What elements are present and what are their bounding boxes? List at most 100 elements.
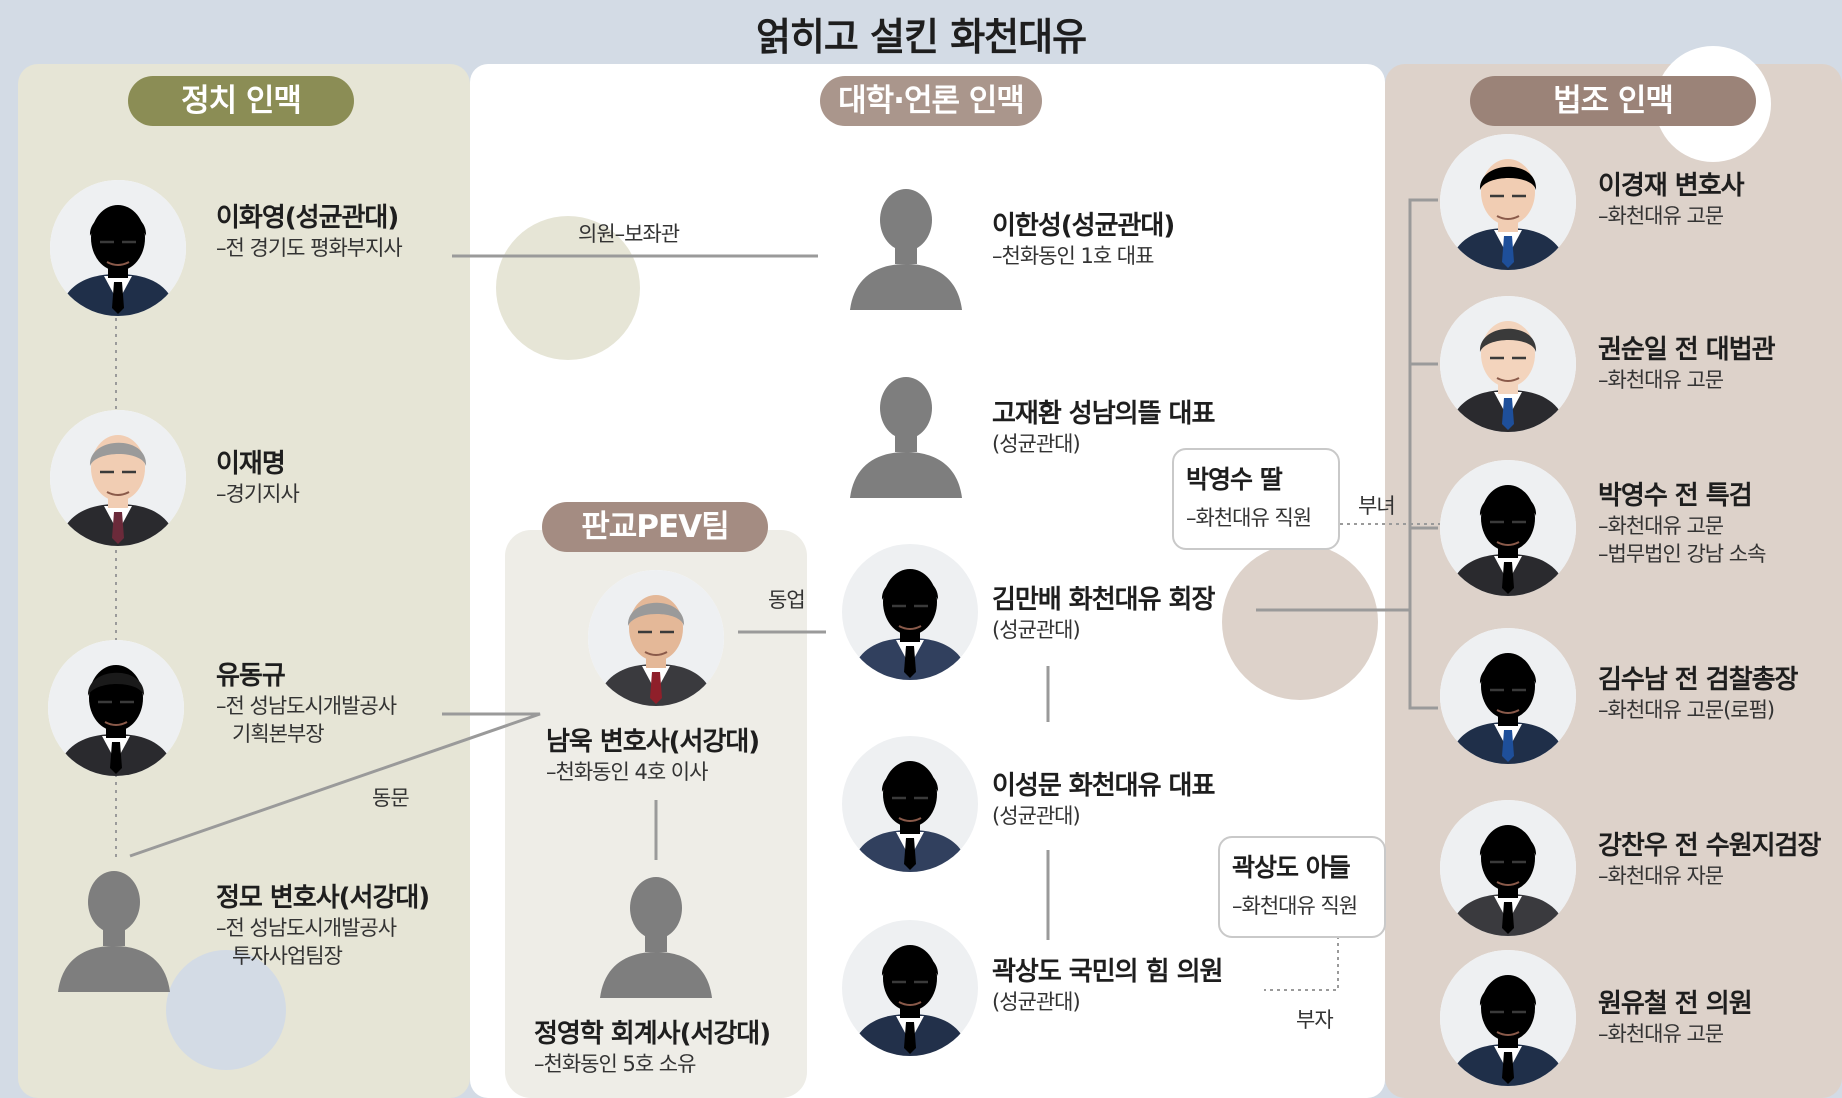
person-name: 이성문 화천대유 대표 (992, 771, 1215, 801)
person-detail: –경기지사 (216, 482, 300, 506)
person-node (54, 856, 174, 992)
person-node (842, 920, 978, 1056)
pev-header: 판교PEV팀 (542, 502, 768, 552)
relative-name: 곽상도 아들 (1232, 853, 1351, 882)
person-node (50, 410, 186, 546)
portrait-photo (1440, 134, 1576, 270)
person-name: 정영학 회계사(서강대) (534, 1019, 771, 1049)
person-detail: –화천대유 고문 (1598, 1022, 1724, 1046)
relative-box-park-daughter: 박영수 딸 –화천대유 직원 (1172, 448, 1340, 550)
person-node (1440, 950, 1576, 1086)
relative-box-kwak-son: 곽상도 아들 –화천대유 직원 (1218, 836, 1386, 938)
person-detail: –화천대유 고문 (1598, 204, 1724, 228)
person-node (588, 570, 724, 706)
silhouette-avatar-icon (846, 174, 966, 310)
person-node (1440, 296, 1576, 432)
relation-aide-label: 의원–보좌관 (578, 222, 680, 246)
diagram-title: 얽히고 설킨 화천대유 (755, 15, 1087, 59)
person-detail: –전 경기도 평화부지사 (216, 236, 403, 260)
silhouette-avatar-icon (54, 856, 174, 992)
relation-son-label: 부자 (1296, 1008, 1334, 1032)
portrait-photo (1440, 800, 1576, 936)
person-node (1440, 460, 1576, 596)
portrait-photo (1440, 628, 1576, 764)
person-text: 원유철 전 의원 –화천대유 고문 (1598, 988, 1753, 1048)
person-name: 원유철 전 의원 (1598, 989, 1753, 1019)
person-text: 고재환 성남의뜰 대표 (성균관대) (992, 398, 1215, 458)
academia-panel-notch (496, 216, 640, 360)
person-node (50, 180, 186, 316)
person-detail: –화천대유 고문 (1598, 514, 1724, 538)
legal-bracket-line (1408, 198, 1438, 710)
person-name: 이재명 (216, 449, 286, 479)
person-name: 김만배 화천대유 회장 (992, 585, 1215, 615)
relative-detail: –화천대유 직원 (1186, 506, 1312, 530)
relation-partner-label: 동업 (768, 588, 806, 612)
person-node (846, 174, 966, 310)
person-node (846, 362, 966, 498)
silhouette-avatar-icon (596, 862, 716, 998)
person-detail: –화천대유 고문 (1598, 368, 1724, 392)
person-name: 유동규 (216, 661, 286, 691)
person-name: 이화영(성균관대) (216, 203, 399, 233)
academia-panel-notch-right (1222, 544, 1378, 700)
person-detail: –천화동인 4호 이사 (546, 760, 708, 784)
relation-daughter-label: 부녀 (1358, 494, 1396, 518)
person-detail: 투자사업팀장 (232, 944, 343, 968)
person-name: 이한성(성균관대) (992, 211, 1175, 241)
person-text: 이한성(성균관대) –천화동인 1호 대표 (992, 210, 1175, 270)
person-text: 정영학 회계사(서강대) –천화동인 5호 소유 (534, 1018, 771, 1078)
legal-header: 법조 인맥 (1470, 76, 1756, 126)
portrait-photo (842, 920, 978, 1056)
politics-panel-notch (166, 950, 286, 1070)
person-node (842, 544, 978, 680)
person-text: 강찬우 전 수원지검장–화천대유 자문 (1598, 830, 1821, 890)
person-text: 이성문 화천대유 대표 (성균관대) (992, 770, 1215, 830)
portrait-photo (1440, 460, 1576, 596)
person-detail: –천화동인 1호 대표 (992, 244, 1154, 268)
silhouette-avatar-icon (846, 362, 966, 498)
person-detail: –전 성남도시개발공사 (216, 694, 397, 718)
person-detail: –법무법인 강남 소속 (1598, 542, 1766, 566)
person-node (1440, 800, 1576, 936)
person-detail: (성균관대) (992, 804, 1081, 828)
portrait-photo (1440, 296, 1576, 432)
person-name: 김수남 전 검찰총장 (1598, 665, 1798, 695)
person-text: 권순일 전 대법관 –화천대유 고문 (1598, 334, 1776, 394)
person-name: 고재환 성남의뜰 대표 (992, 399, 1215, 429)
person-node (1440, 134, 1576, 270)
person-node (596, 862, 716, 998)
person-detail: –전 성남도시개발공사 (216, 916, 397, 940)
person-node (1440, 628, 1576, 764)
portrait-photo (842, 736, 978, 872)
person-text: 이경재 변호사–화천대유 고문 (1598, 170, 1745, 230)
person-detail: –화천대유 고문(로펌) (1598, 698, 1775, 722)
person-name: 박영수 전 특검 (1598, 481, 1753, 511)
person-text: 박영수 전 특검 –화천대유 고문 –법무법인 강남 소속 (1598, 480, 1766, 568)
alumni-line (129, 712, 541, 858)
person-name: 곽상도 국민의 힘 의원 (992, 957, 1223, 987)
person-name: 남욱 변호사(서강대) (546, 727, 760, 757)
relative-name: 박영수 딸 (1186, 465, 1283, 494)
person-name: 정모 변호사(서강대) (216, 883, 430, 913)
person-name: 권순일 전 대법관 (1598, 335, 1776, 365)
politics-header: 정치 인맥 (128, 76, 354, 126)
portrait-photo (50, 410, 186, 546)
person-text: 남욱 변호사(서강대) –천화동인 4호 이사 (546, 726, 760, 786)
portrait-photo (50, 180, 186, 316)
person-node (48, 640, 184, 776)
person-detail: –천화동인 5호 소유 (534, 1052, 696, 1076)
son-dotted-line (1264, 936, 1339, 991)
person-text: 김만배 화천대유 회장(성균관대) (992, 584, 1215, 644)
person-text: 김수남 전 검찰총장 –화천대유 고문(로펌) (1598, 664, 1798, 724)
portrait-photo (842, 544, 978, 680)
person-node (842, 736, 978, 872)
politics-panel (18, 64, 470, 1098)
relation-alumni-label: 동문 (372, 786, 410, 810)
person-detail: 기획본부장 (232, 722, 325, 746)
person-text: 이재명 –경기지사 (216, 448, 300, 508)
person-detail: (성균관대) (992, 432, 1081, 456)
